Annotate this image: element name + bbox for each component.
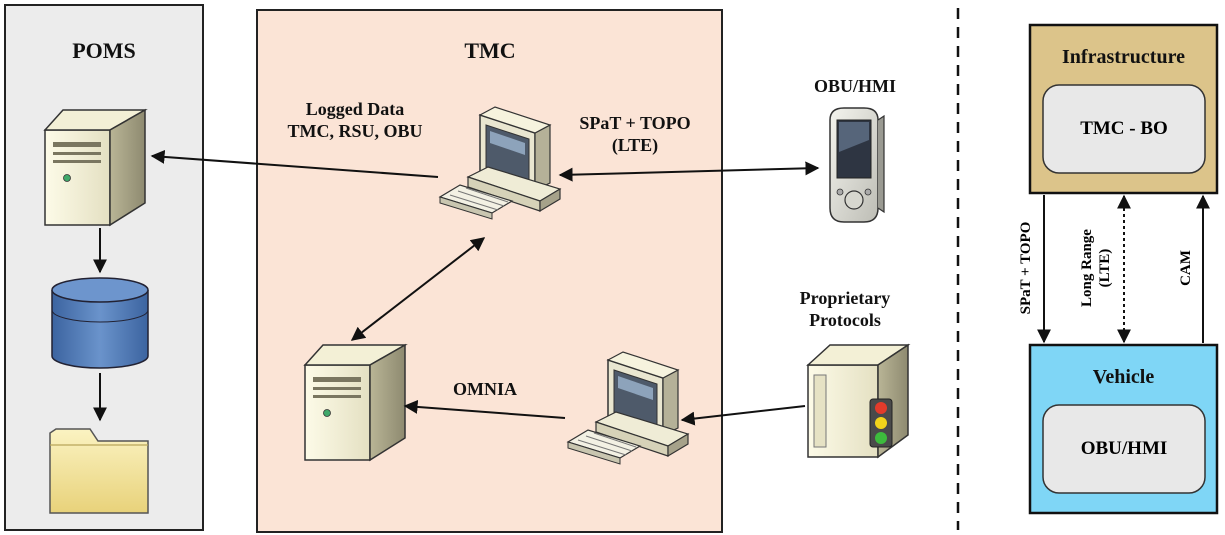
obu-hmi-box — [1042, 404, 1206, 494]
handheld-device-icon — [829, 107, 885, 223]
link-long-range-line2: (LTE) — [1097, 248, 1113, 288]
computer-icon — [566, 351, 690, 465]
database-icon — [51, 277, 149, 369]
proprietary-line2: Protocols — [809, 310, 881, 330]
link-cam-label: CAM — [1178, 250, 1194, 286]
server-icon — [303, 343, 408, 462]
signal-controller-icon — [806, 343, 911, 459]
server-icon — [43, 108, 148, 227]
spat-label: SPaT + TOPO (LTE) — [560, 112, 710, 156]
logged-data-line2: TMC, RSU, OBU — [287, 121, 423, 141]
tmc-title: TMC — [464, 38, 516, 63]
computer-icon — [438, 106, 562, 220]
link-spat-label: SPaT + TOPO — [1018, 221, 1034, 315]
spat-line1: SPaT + TOPO — [579, 113, 691, 133]
vehicle-label: Vehicle — [1092, 366, 1155, 388]
omnia-label: OMNIA — [453, 379, 517, 399]
link-long-range-line1: Long Range — [1079, 229, 1095, 307]
logged-data-line1: Logged Data — [305, 99, 405, 119]
infrastructure-label: Infrastructure — [1062, 46, 1185, 68]
proprietary-label: Proprietary Protocols — [770, 287, 920, 331]
spat-line2: (LTE) — [611, 135, 659, 155]
proprietary-line1: Proprietary — [799, 288, 891, 308]
logged-data-label: Logged Data TMC, RSU, OBU — [265, 98, 445, 142]
poms-title: POMS — [72, 38, 136, 63]
tmc-bo-box — [1042, 84, 1206, 174]
tmc-bo-label: TMC - BO — [1080, 118, 1168, 139]
link-long-range-label: Long Range (LTE) — [1078, 229, 1114, 307]
obu-hmi-label: OBU/HMI — [1080, 438, 1168, 459]
folder-icon — [49, 428, 149, 514]
obu-hmi-title: OBU/HMI — [813, 76, 896, 96]
